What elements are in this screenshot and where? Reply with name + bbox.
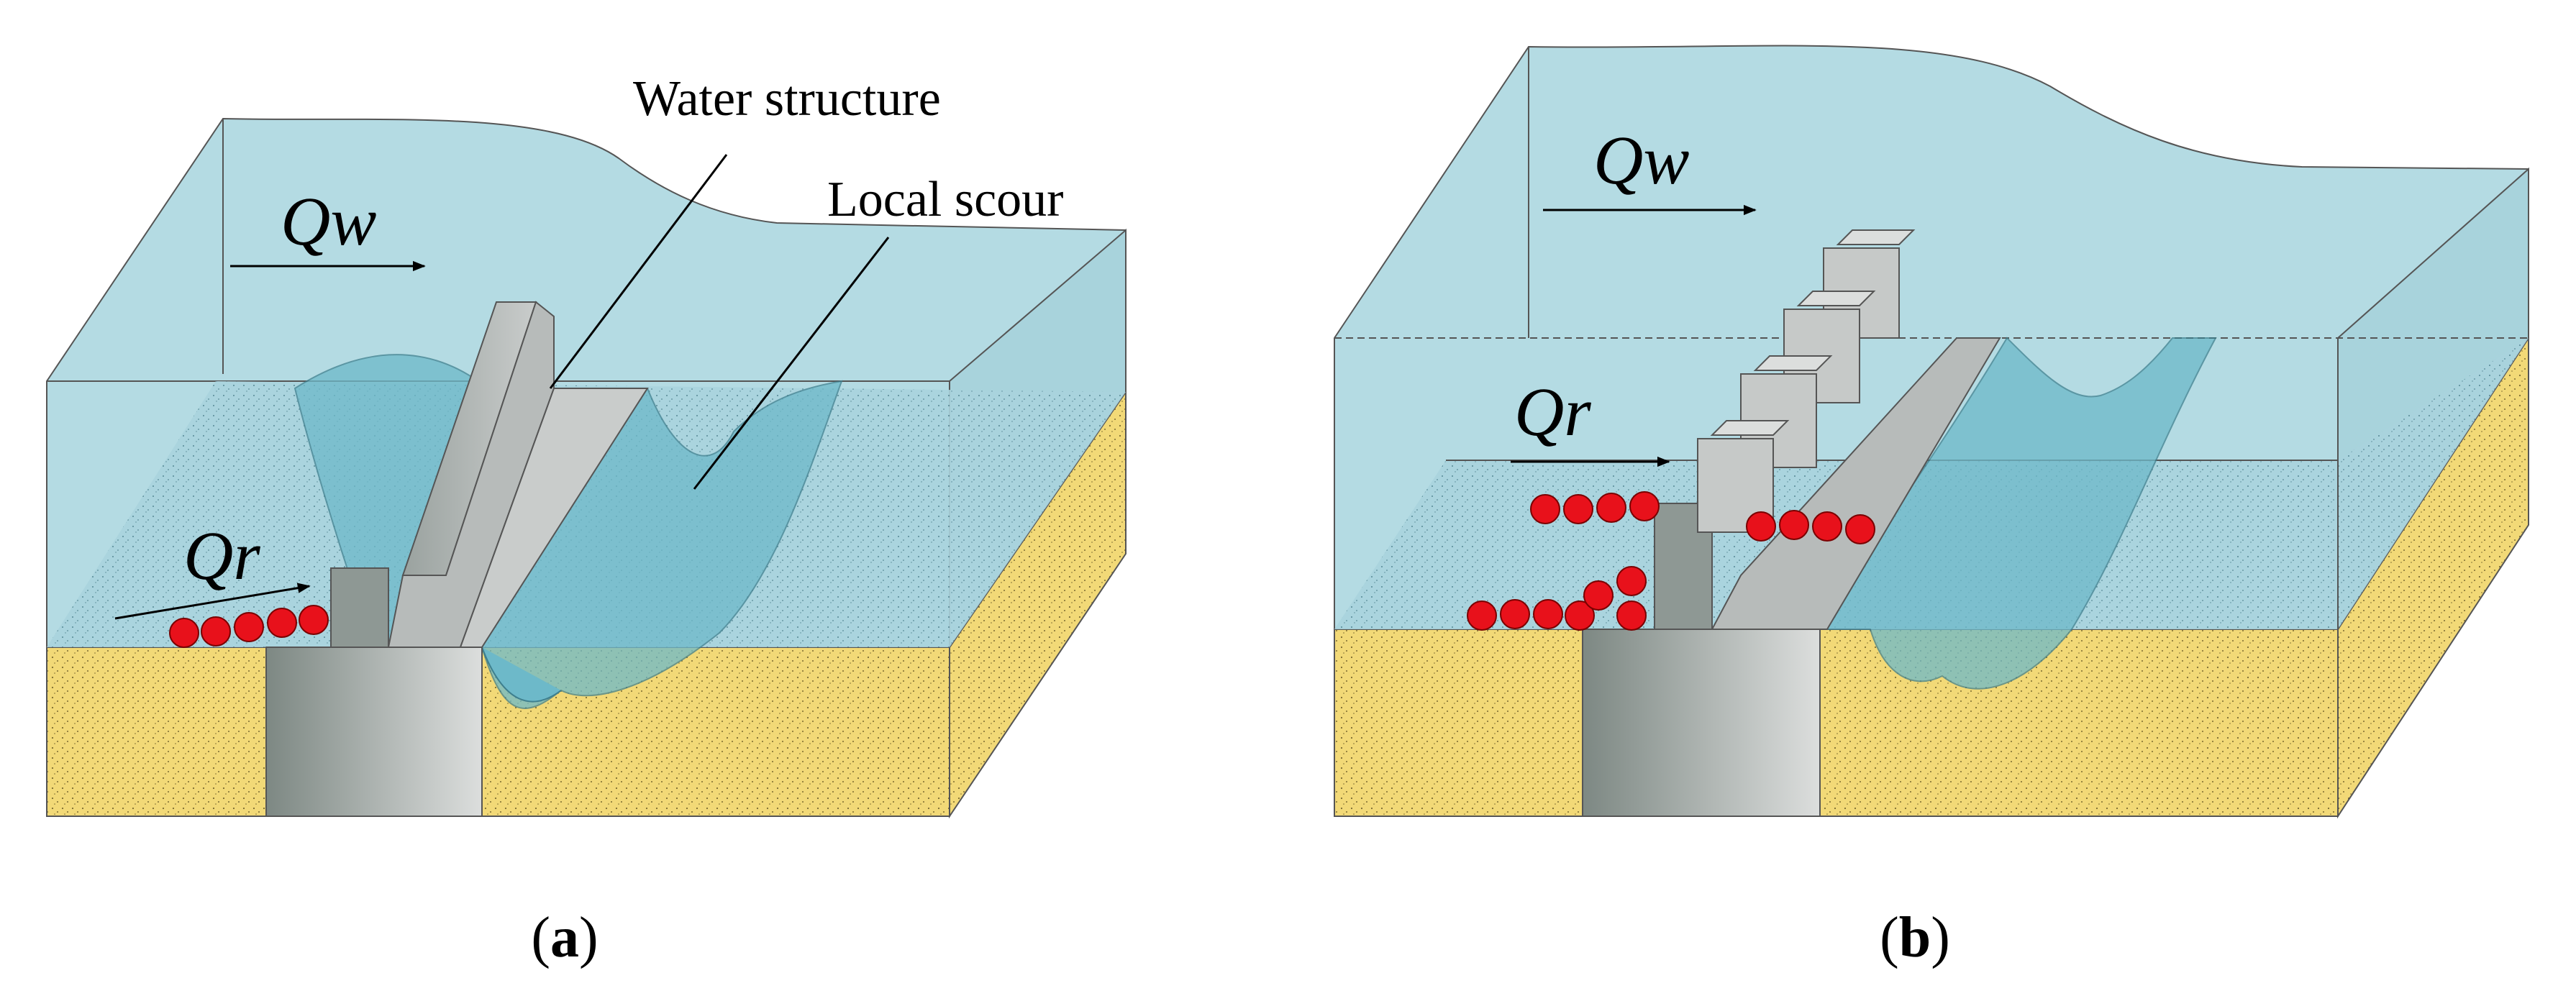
sand-front-b xyxy=(1334,629,2339,817)
panel-a: Qw Qr Water structure Local scour (a) xyxy=(46,71,1127,969)
label-qw-a: Qw xyxy=(281,183,376,260)
leader-structure xyxy=(549,154,728,389)
structure-blocks-b xyxy=(1697,229,1916,533)
structure-pile-b xyxy=(1582,629,1821,817)
arrow-qr-a xyxy=(114,583,311,620)
label-qw-b: Qw xyxy=(1593,122,1689,198)
caption-a: (a) xyxy=(531,906,598,969)
structure-pile-a xyxy=(265,647,483,817)
caption-b: (b) xyxy=(1880,906,1950,969)
sediment-particles-a xyxy=(169,605,329,648)
callout-scour: Local scour xyxy=(827,172,1063,227)
label-qr-b: Qr xyxy=(1514,373,1591,450)
leader-scour xyxy=(693,237,890,490)
panel-b: Qw Qr (b) xyxy=(1334,45,2529,969)
label-qr-a: Qr xyxy=(183,517,260,594)
callout-structure: Water structure xyxy=(633,71,941,127)
sediment-particles-b xyxy=(1467,491,1875,631)
